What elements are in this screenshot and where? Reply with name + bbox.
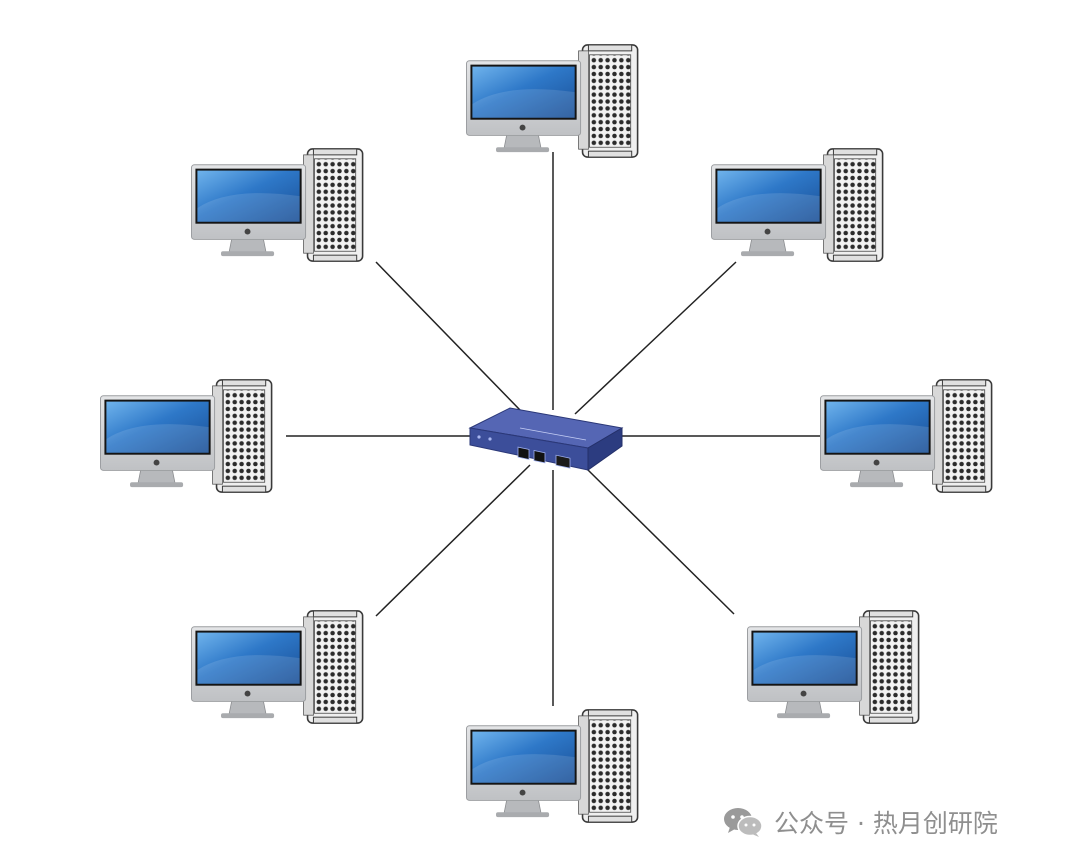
computer-right bbox=[819, 379, 993, 493]
computer-top bbox=[465, 44, 639, 158]
desktop-computer-icon bbox=[819, 379, 993, 493]
switch-icon bbox=[468, 407, 624, 471]
computer-bottom bbox=[465, 709, 639, 823]
desktop-computer-icon bbox=[190, 148, 364, 262]
computer-bottom-right bbox=[746, 610, 920, 724]
computer-bottom-left bbox=[190, 610, 364, 724]
computer-top-left bbox=[190, 148, 364, 262]
link-top-left bbox=[375, 261, 521, 411]
wechat-icon bbox=[724, 808, 763, 837]
network-switch bbox=[468, 407, 624, 471]
desktop-computer-icon bbox=[746, 610, 920, 724]
computer-top-right bbox=[710, 148, 884, 262]
link-bottom-left bbox=[375, 464, 531, 617]
desktop-computer-icon bbox=[190, 610, 364, 724]
desktop-computer-icon bbox=[465, 709, 639, 823]
link-top-right bbox=[574, 261, 737, 415]
computer-left bbox=[99, 379, 273, 493]
connection-lines bbox=[286, 152, 820, 706]
link-bottom-right bbox=[587, 469, 735, 615]
watermark: 公众号 · 热月创研院 bbox=[722, 804, 998, 840]
desktop-computer-icon bbox=[99, 379, 273, 493]
desktop-computer-icon bbox=[465, 44, 639, 158]
desktop-computer-icon bbox=[710, 148, 884, 262]
watermark-text: 公众号 · 热月创研院 bbox=[774, 809, 998, 838]
